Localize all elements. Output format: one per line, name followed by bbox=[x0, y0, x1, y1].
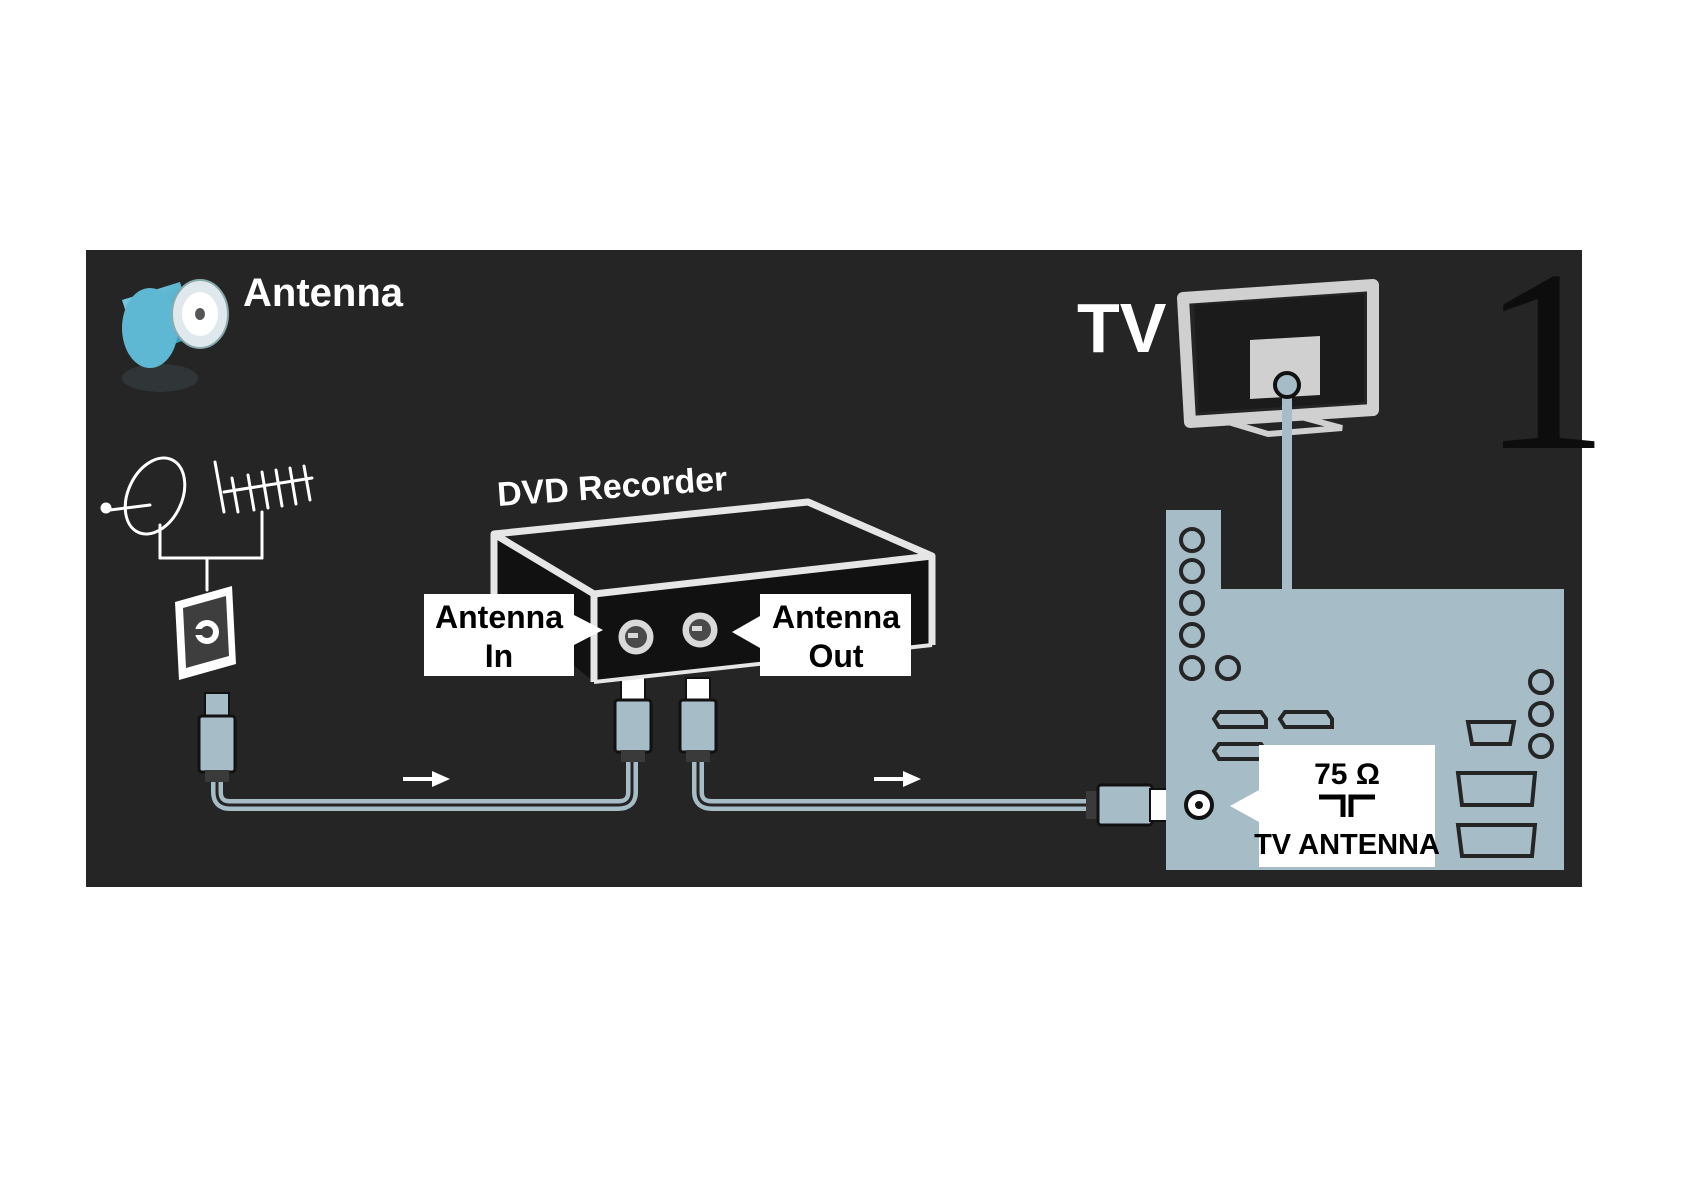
wall-socket-icon bbox=[175, 586, 236, 680]
antenna-in-label-line2: In bbox=[485, 638, 513, 674]
antenna-plug-icon bbox=[122, 279, 229, 392]
tv-antenna-label: TV ANTENNA bbox=[1254, 829, 1440, 861]
antenna-in-callout: Antenna In bbox=[424, 594, 603, 676]
satellite-dish-and-aerial-icon bbox=[100, 456, 314, 592]
coax-symbol-icon bbox=[1319, 794, 1375, 817]
antenna-out-label-line2: Out bbox=[808, 638, 863, 674]
signal-arrow-2 bbox=[874, 771, 921, 787]
signal-arrow-1 bbox=[403, 771, 450, 787]
tv-label: TV bbox=[1077, 289, 1167, 367]
antenna-out-label-line1: Antenna bbox=[772, 599, 900, 635]
cable-wall-to-dvd bbox=[197, 675, 653, 811]
dvd-antenna-in-port bbox=[615, 616, 657, 658]
dvd-antenna-out-port bbox=[679, 609, 721, 651]
page-title: Antenna bbox=[243, 271, 404, 315]
tv-icon bbox=[1177, 279, 1379, 590]
cable-dvd-to-tv bbox=[678, 677, 1171, 827]
tv-antenna-callout: 75 Ω TV ANTENNA bbox=[1230, 745, 1440, 867]
antenna-out-callout: Antenna Out bbox=[732, 594, 911, 676]
step-number: 1 bbox=[1480, 217, 1610, 505]
tv-antenna-port bbox=[1184, 790, 1214, 820]
antenna-in-label-line1: Antenna bbox=[435, 599, 563, 635]
impedance-label: 75 Ω bbox=[1314, 758, 1380, 791]
